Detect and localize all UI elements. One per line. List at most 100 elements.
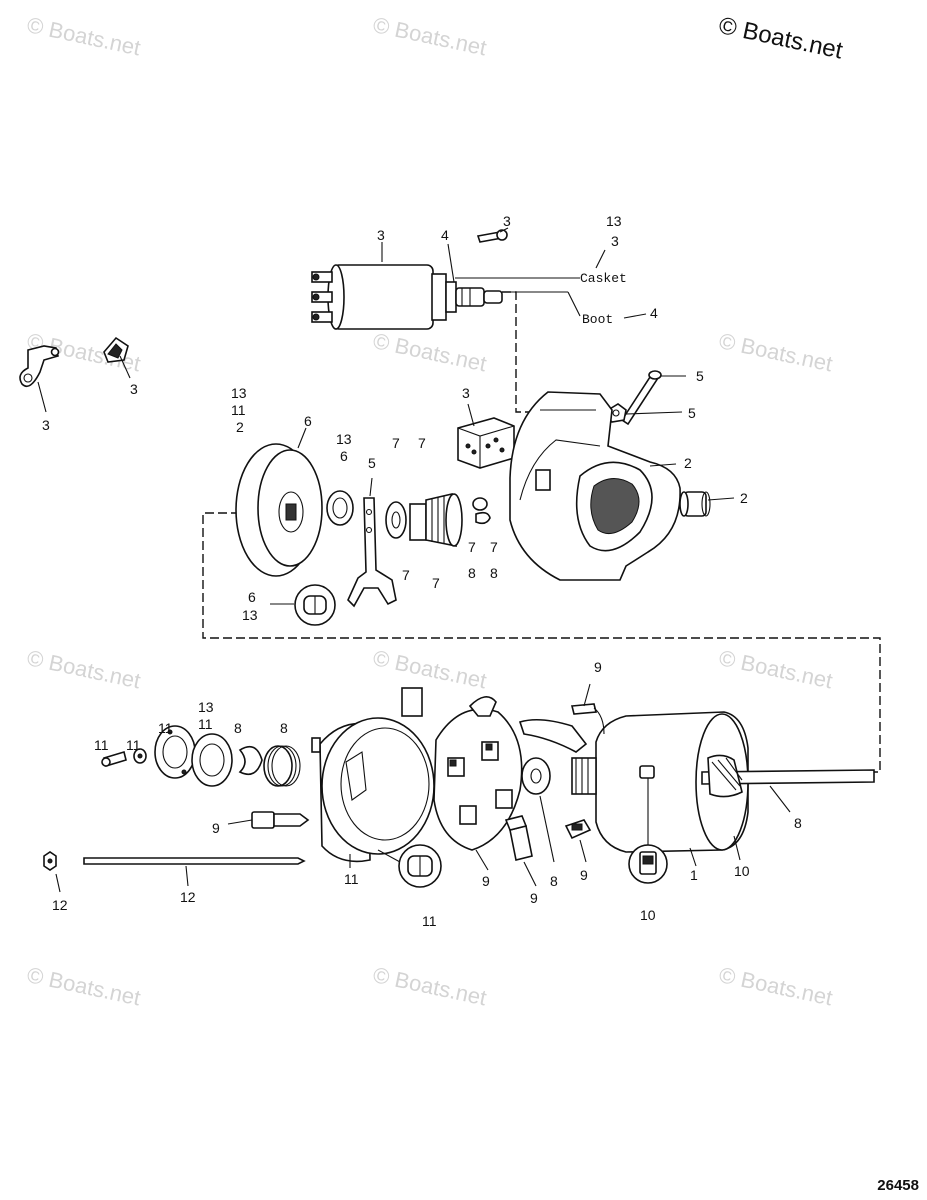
through-bolt[interactable] xyxy=(83,857,306,865)
brush-lower[interactable] xyxy=(564,819,592,840)
drive-housing-bolt[interactable] xyxy=(620,370,662,426)
part-label: 13 xyxy=(606,213,622,229)
part-label: 7 xyxy=(402,567,410,583)
field-frame[interactable] xyxy=(571,711,749,853)
end-frame[interactable] xyxy=(311,717,435,863)
part-label: 8 xyxy=(234,720,242,736)
part-label: 7 xyxy=(432,575,440,591)
leader xyxy=(649,463,677,467)
boot-ref-leader xyxy=(623,313,647,319)
bushing-circled[interactable] xyxy=(294,584,336,626)
part-label: 11 xyxy=(158,720,173,736)
part-label: 6 xyxy=(340,448,348,464)
drive-housing[interactable] xyxy=(509,391,681,581)
leader xyxy=(707,497,735,501)
leader xyxy=(55,873,61,893)
boot-callout: Boot xyxy=(582,312,613,327)
part-label: 6 xyxy=(248,589,256,605)
part-label: 4 xyxy=(441,227,449,243)
plate-left[interactable] xyxy=(154,725,196,779)
leader xyxy=(185,865,189,887)
washer-small[interactable] xyxy=(133,748,147,764)
leader xyxy=(539,795,555,863)
part-label: 11 xyxy=(422,913,437,929)
thrust-washer[interactable] xyxy=(521,757,551,795)
part-label: 12 xyxy=(180,889,196,905)
part-label: 3 xyxy=(130,381,138,397)
screw-small[interactable] xyxy=(101,750,127,768)
part-label: 5 xyxy=(688,405,696,421)
leader xyxy=(447,243,455,283)
leader xyxy=(467,403,475,427)
starter-solenoid[interactable] xyxy=(311,264,457,330)
brush[interactable] xyxy=(504,815,533,861)
part-label: 7 xyxy=(490,539,498,555)
shift-lever[interactable] xyxy=(347,497,397,608)
spring-b[interactable] xyxy=(263,745,301,787)
armature-shaft[interactable] xyxy=(701,754,875,798)
part-label: 3 xyxy=(42,417,50,433)
lead-top[interactable] xyxy=(518,703,605,753)
leader xyxy=(297,427,307,449)
part-label: 1 xyxy=(690,867,698,883)
part-label: 5 xyxy=(696,368,704,384)
field-coil-plug-circled[interactable] xyxy=(628,778,668,884)
brush-plate[interactable] xyxy=(401,687,523,851)
assembly-guide-line-top xyxy=(502,291,548,413)
drive-ring[interactable] xyxy=(472,497,491,525)
part-label: 3 xyxy=(611,233,619,249)
leader xyxy=(37,381,47,413)
nut[interactable] xyxy=(43,851,57,871)
part-label: 7 xyxy=(392,435,400,451)
part-label: 11 xyxy=(344,871,359,887)
brush-block[interactable] xyxy=(457,417,515,469)
part-label: 8 xyxy=(794,815,802,831)
leader xyxy=(369,477,373,497)
drive-pinion[interactable] xyxy=(409,493,463,547)
spring-a[interactable] xyxy=(238,745,263,776)
part-label: 6 xyxy=(304,413,312,429)
part-label: 3 xyxy=(377,227,385,243)
leader xyxy=(227,819,253,825)
gasket-callout: Casket xyxy=(580,271,627,286)
part-label: 7 xyxy=(418,435,426,451)
terminal-strap[interactable] xyxy=(19,345,60,388)
part-label: 4 xyxy=(650,305,658,321)
leader xyxy=(769,785,791,813)
part-label: 11 xyxy=(126,737,141,753)
part-label: 3 xyxy=(503,213,511,229)
leader xyxy=(733,835,741,861)
assembly-guide-line-main xyxy=(202,512,881,773)
part-label: 2 xyxy=(684,455,692,471)
seal[interactable] xyxy=(326,490,354,526)
drive-bushing[interactable] xyxy=(679,491,711,517)
part-label: 9 xyxy=(530,890,538,906)
part-label: 13 xyxy=(198,699,214,715)
plate-right[interactable] xyxy=(191,733,233,787)
boot-leader-line-b xyxy=(567,291,581,317)
part-label: 5 xyxy=(368,455,376,471)
part-label: 13 xyxy=(242,607,258,623)
bushing-end-circled[interactable] xyxy=(377,844,442,888)
part-label: 11 xyxy=(231,402,246,418)
terminal-clip[interactable] xyxy=(103,336,129,363)
part-label: 9 xyxy=(482,873,490,889)
leader xyxy=(579,839,587,863)
solenoid-screw[interactable] xyxy=(476,229,508,243)
part-label: 8 xyxy=(468,565,476,581)
bolt-long[interactable] xyxy=(251,811,310,829)
end-plate[interactable] xyxy=(235,443,323,577)
solenoid-plunger[interactable] xyxy=(455,287,503,307)
part-label: 10 xyxy=(640,907,656,923)
part-label: 3 xyxy=(462,385,470,401)
leader xyxy=(119,355,131,379)
part-label: 11 xyxy=(198,716,213,732)
part-label: 12 xyxy=(52,897,68,913)
leader xyxy=(499,227,509,233)
part-label: 8 xyxy=(280,720,288,736)
part-label: 7 xyxy=(468,539,476,555)
part-label: 13 xyxy=(336,431,352,447)
drive-washer[interactable] xyxy=(385,501,407,539)
